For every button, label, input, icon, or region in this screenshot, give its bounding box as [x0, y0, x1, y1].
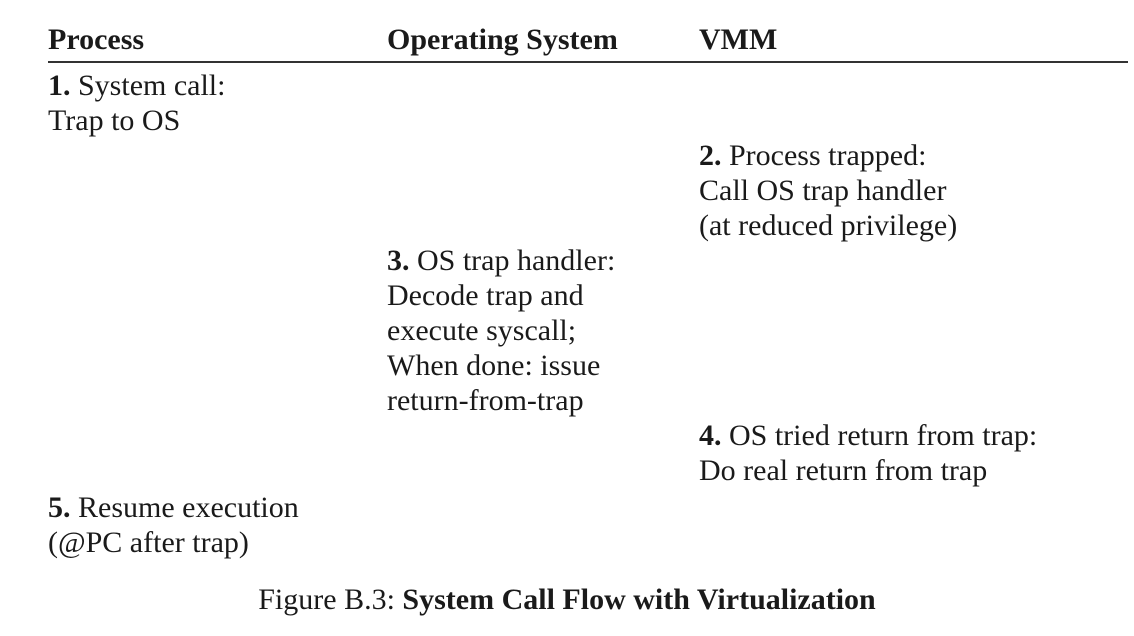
column-header-process: Process: [48, 23, 145, 56]
step-5-number: 5.: [48, 491, 71, 524]
step-2: 2. Process trapped: Call OS trap handler…: [699, 138, 957, 243]
step-5: 5. Resume execution (@PC after trap): [48, 490, 299, 560]
step-2-text: Process trapped:: [729, 139, 927, 172]
step-1-line-2: Trap to OS: [48, 104, 181, 137]
step-3-line-3: execute syscall;: [387, 314, 577, 347]
step-4-line-1: 4. OS tried return from trap:: [699, 418, 1037, 453]
step-2-number: 2.: [699, 139, 722, 172]
step-2-line-1: 2. Process trapped:: [699, 138, 957, 173]
step-1: 1. System call: Trap to OS: [48, 68, 225, 138]
step-2-line-2: Call OS trap handler: [699, 174, 947, 207]
step-3: 3. OS trap handler: Decode trap and exec…: [387, 243, 615, 418]
caption-label: Figure B.3:: [258, 583, 395, 616]
step-4-line-2: Do real return from trap: [699, 454, 988, 487]
step-1-line-1: 1. System call:: [48, 68, 225, 103]
step-5-text: Resume execution: [78, 491, 299, 524]
step-4: 4. OS tried return from trap: Do real re…: [699, 418, 1037, 488]
step-2-line-3: (at reduced privilege): [699, 209, 958, 242]
caption-title: System Call Flow with Virtualization: [402, 583, 876, 616]
figure-caption: Figure B.3: System Call Flow with Virtua…: [0, 582, 1134, 618]
step-3-line-1: 3. OS trap handler:: [387, 243, 615, 278]
step-1-text: System call:: [78, 69, 226, 102]
step-1-number: 1.: [48, 69, 71, 102]
step-3-line-4: When done: issue: [387, 349, 601, 382]
column-header-operating-system: Operating System: [387, 23, 618, 56]
header-rule: [48, 61, 1128, 63]
step-5-line-1: 5. Resume execution: [48, 490, 299, 525]
step-3-text: OS trap handler:: [417, 244, 616, 277]
column-header-vmm: VMM: [699, 23, 778, 56]
step-3-number: 3.: [387, 244, 410, 277]
step-5-line-2: (@PC after trap): [48, 526, 249, 559]
step-3-line-5: return-from-trap: [387, 384, 584, 417]
step-4-number: 4.: [699, 419, 722, 452]
step-4-text: OS tried return from trap:: [729, 419, 1038, 452]
step-3-line-2: Decode trap and: [387, 279, 584, 312]
